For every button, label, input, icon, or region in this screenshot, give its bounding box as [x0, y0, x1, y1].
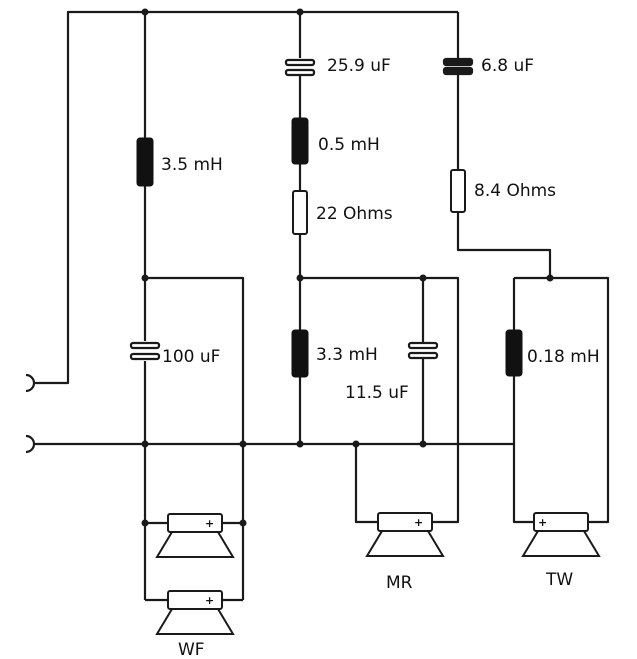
node [296, 440, 304, 448]
tw-rail [514, 276, 610, 524]
mr-resistor-symbol [292, 190, 308, 235]
node [141, 519, 149, 527]
speaker-cone [365, 530, 445, 557]
wf-speaker-1: + [155, 513, 235, 558]
speaker-plus-sign: + [538, 516, 547, 529]
mr-speaker: + [365, 512, 445, 557]
input-terminal-positive [25, 373, 36, 393]
node [296, 8, 304, 16]
speaker-cone [155, 608, 235, 635]
tw-speaker: + [521, 512, 601, 557]
inductors [136, 117, 523, 378]
node [296, 274, 304, 282]
wf-capacitor-label: 100 uF [162, 347, 220, 367]
node [239, 440, 247, 448]
node [419, 440, 427, 448]
woofer-label: WF [178, 640, 205, 659]
input-terminal-negative [25, 434, 36, 454]
speaker-plus-sign: + [414, 516, 423, 529]
mr-capacitor-label: 25.9 uF [327, 56, 391, 76]
mr-inductor-symbol [291, 117, 309, 165]
capacitors [129, 57, 474, 361]
wf-inductor-label: 3.5 mH [161, 155, 223, 175]
wf-speaker-2: + [155, 590, 235, 635]
midrange-label: MR [386, 573, 413, 593]
speaker-cone [521, 530, 601, 557]
wf-capacitor-plate-top [129, 341, 161, 350]
mr-top-rail [300, 276, 460, 524]
wf-capacitor-plate-bottom [129, 352, 161, 361]
tw-shunt-inductor-symbol [505, 329, 523, 377]
node [141, 8, 149, 16]
wf-right-rail [145, 276, 245, 600]
input-terminals [25, 373, 36, 454]
mr-resistor-label: 22 Ohms [316, 204, 393, 224]
mr-shunt-capacitor-plate-top [407, 341, 439, 350]
tw-resistor-symbol [450, 169, 466, 213]
mr-shunt-capacitor-plate-bottom [407, 351, 439, 360]
resistors [292, 169, 466, 235]
tw-capacitor-label: 6.8 uF [481, 56, 534, 76]
labels: 3.5 mH 100 uF 25.9 uF 0.5 mH 22 Ohms 3.3… [161, 56, 600, 659]
mr-capacitor-plate-bottom [284, 68, 316, 77]
wires [34, 10, 610, 602]
mr-shunt-inductor-label: 3.3 mH [316, 345, 378, 365]
tw-resistor-label: 8.4 Ohms [474, 181, 556, 201]
mr-shunt-capacitor-label: 11.5 uF [345, 383, 409, 403]
speaker-plus-sign: + [205, 594, 214, 607]
speaker-plus-sign: + [205, 517, 214, 530]
input-positive-wire [34, 10, 458, 385]
tw-capacitor-plate-top [442, 57, 474, 67]
node [141, 274, 149, 282]
tweeter-label: TW [545, 570, 573, 590]
tw-series-wire-3 [456, 212, 552, 278]
node [546, 274, 554, 282]
mr-capacitor-plate-top [284, 58, 316, 67]
mr-speaker-left [354, 444, 378, 524]
node [352, 440, 360, 448]
tw-shunt-inductor-label: 0.18 mH [527, 347, 600, 367]
mr-inductor-label: 0.5 mH [318, 135, 380, 155]
mr-shunt-inductor-symbol [291, 329, 309, 378]
node [419, 274, 427, 282]
junction-nodes [141, 8, 554, 527]
speakers: + + + + [155, 512, 601, 635]
speaker-magnet [377, 512, 433, 532]
wf-inductor-symbol [136, 137, 154, 187]
tw-capacitor-plate-bottom [442, 66, 474, 76]
tw-left-rail-2 [512, 376, 534, 524]
speaker-cone [155, 531, 235, 558]
node [239, 519, 247, 527]
node [141, 440, 149, 448]
